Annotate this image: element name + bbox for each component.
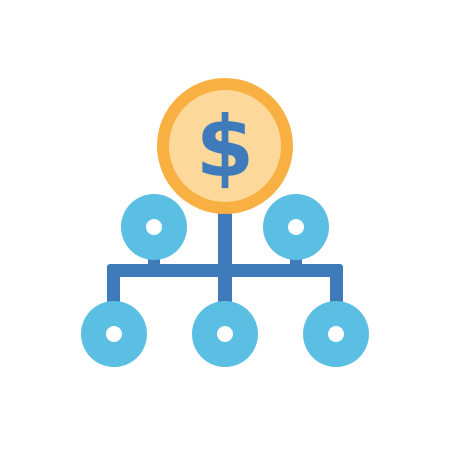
coin-stem: [218, 205, 232, 307]
coin-face: [169, 90, 281, 202]
coin: $: [157, 78, 293, 214]
connector-lines: [107, 205, 343, 308]
right-drop: [330, 264, 343, 308]
dollar-sign-icon: $: [196, 98, 254, 196]
node-bottom-left: [81, 301, 147, 367]
left-drop: [107, 264, 120, 308]
node-upper-left: [121, 194, 187, 260]
node-bottom-center: [192, 301, 258, 367]
horizontal-bus: [107, 264, 343, 277]
node-bottom-right: [303, 301, 369, 367]
node-upper-right: [263, 194, 329, 260]
